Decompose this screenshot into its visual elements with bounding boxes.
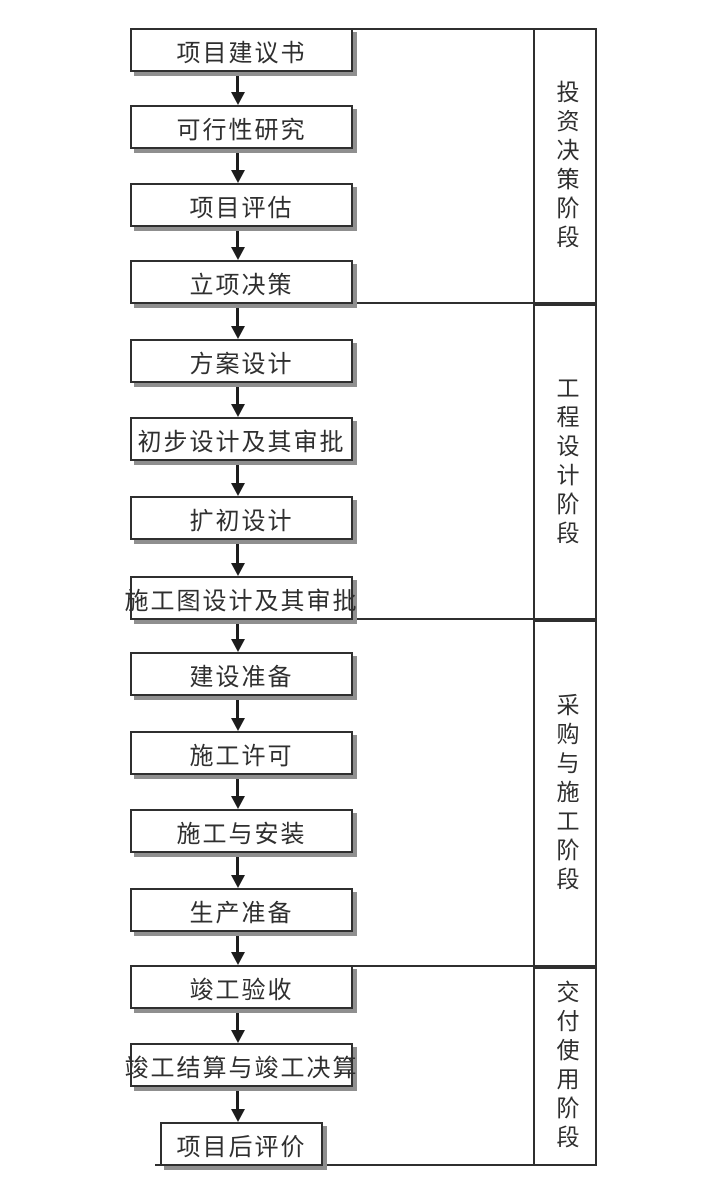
down-arrow-icon <box>230 1087 245 1122</box>
down-arrow-icon <box>230 72 245 105</box>
down-arrow-icon <box>230 149 245 183</box>
arrow-head <box>230 563 245 576</box>
phase-section-investment-decision: 投资决策阶段 <box>535 30 595 304</box>
flow-step-box-completion-acceptance: 竣工验收 <box>130 965 353 1009</box>
flow-step-label: 初步设计及其审批 <box>137 429 346 456</box>
flow-step-box-construction-prep: 建设准备 <box>130 652 353 696</box>
arrow-shaft <box>236 149 239 170</box>
connector-line-phase2-boundary <box>130 618 597 620</box>
arrow-head <box>230 875 245 888</box>
phase-column: 投资决策阶段 工程设计阶段 采购与施工阶段 交付使用阶段 <box>533 28 597 1166</box>
phase-section-delivery-use: 交付使用阶段 <box>535 967 595 1164</box>
arrow-head <box>230 639 245 652</box>
arrow-shaft <box>236 540 239 563</box>
down-arrow-icon <box>230 461 245 496</box>
down-arrow-icon <box>230 304 245 339</box>
flow-step-label: 施工许可 <box>189 743 294 770</box>
flow-step-box-feasibility-study: 可行性研究 <box>130 105 353 149</box>
arrow-shaft <box>236 932 239 952</box>
arrow-head <box>230 483 245 496</box>
arrow-shaft <box>236 1009 239 1030</box>
down-arrow-icon <box>230 696 245 731</box>
flow-step-label: 施工图设计及其审批 <box>124 588 359 615</box>
flow-step-box-scheme-design: 方案设计 <box>130 339 353 383</box>
arrow-shaft <box>236 383 239 404</box>
flow-step-label: 项目评估 <box>189 195 294 222</box>
flow-step-box-construction-drawing: 施工图设计及其审批 <box>125 576 357 620</box>
down-arrow-icon <box>230 383 245 417</box>
flow-step-label: 生产准备 <box>189 900 294 927</box>
phase-section-procurement-construction: 采购与施工阶段 <box>535 620 595 967</box>
flow-step-label: 施工与安装 <box>176 821 307 848</box>
arrow-shaft <box>236 304 239 326</box>
flow-step-label: 竣工结算与竣工决算 <box>124 1055 359 1082</box>
arrow-head <box>230 796 245 809</box>
arrow-shaft <box>236 775 239 796</box>
flow-step-label: 竣工验收 <box>189 977 294 1004</box>
connector-line-bottom <box>155 1164 597 1166</box>
arrow-shaft <box>236 227 239 247</box>
connector-line-phase1-boundary <box>130 302 597 304</box>
flow-step-label: 项目后评价 <box>176 1134 307 1161</box>
arrow-head <box>230 247 245 260</box>
arrow-head <box>230 1030 245 1043</box>
down-arrow-icon <box>230 227 245 260</box>
arrow-head <box>230 92 245 105</box>
flow-step-box-preliminary-design: 初步设计及其审批 <box>130 417 353 461</box>
arrow-shaft <box>236 461 239 483</box>
arrow-shaft <box>236 72 239 92</box>
phase-section-engineering-design: 工程设计阶段 <box>535 304 595 620</box>
flow-step-label: 项目建议书 <box>176 40 307 67</box>
phase-label: 工程设计阶段 <box>553 376 578 550</box>
flow-step-box-construction-install: 施工与安装 <box>130 809 353 853</box>
flow-step-box-final-settlement: 竣工结算与竣工决算 <box>125 1043 357 1087</box>
phase-label: 采购与施工阶段 <box>553 693 578 896</box>
down-arrow-icon <box>230 620 245 652</box>
flow-step-label: 方案设计 <box>189 351 294 378</box>
flow-step-box-post-evaluation: 项目后评价 <box>160 1122 323 1166</box>
flow-step-box-extended-design: 扩初设计 <box>130 496 353 540</box>
connector-line-top <box>130 28 597 30</box>
arrow-shaft <box>236 620 239 639</box>
flow-step-box-production-prep: 生产准备 <box>130 888 353 932</box>
arrow-shaft <box>236 1087 239 1109</box>
down-arrow-icon <box>230 853 245 888</box>
arrow-head <box>230 718 245 731</box>
arrow-head <box>230 404 245 417</box>
down-arrow-icon <box>230 775 245 809</box>
down-arrow-icon <box>230 540 245 576</box>
arrow-head <box>230 1109 245 1122</box>
flow-step-label: 立项决策 <box>189 272 294 299</box>
flow-step-label: 可行性研究 <box>176 117 307 144</box>
down-arrow-icon <box>230 1009 245 1043</box>
flow-step-box-project-proposal: 项目建议书 <box>130 28 353 72</box>
phase-label: 投资决策阶段 <box>553 80 578 254</box>
flow-step-label: 扩初设计 <box>189 508 294 535</box>
phase-label: 交付使用阶段 <box>553 979 578 1154</box>
arrow-head <box>230 326 245 339</box>
flow-step-box-construction-permit: 施工许可 <box>130 731 353 775</box>
arrow-shaft <box>236 696 239 718</box>
arrow-shaft <box>236 853 239 875</box>
flow-step-label: 建设准备 <box>189 664 294 691</box>
down-arrow-icon <box>230 932 245 965</box>
arrow-head <box>230 170 245 183</box>
arrow-head <box>230 952 245 965</box>
connector-line-phase3-boundary <box>130 965 597 967</box>
flow-step-box-approval-decision: 立项决策 <box>130 260 353 304</box>
flow-step-box-project-evaluation: 项目评估 <box>130 183 353 227</box>
